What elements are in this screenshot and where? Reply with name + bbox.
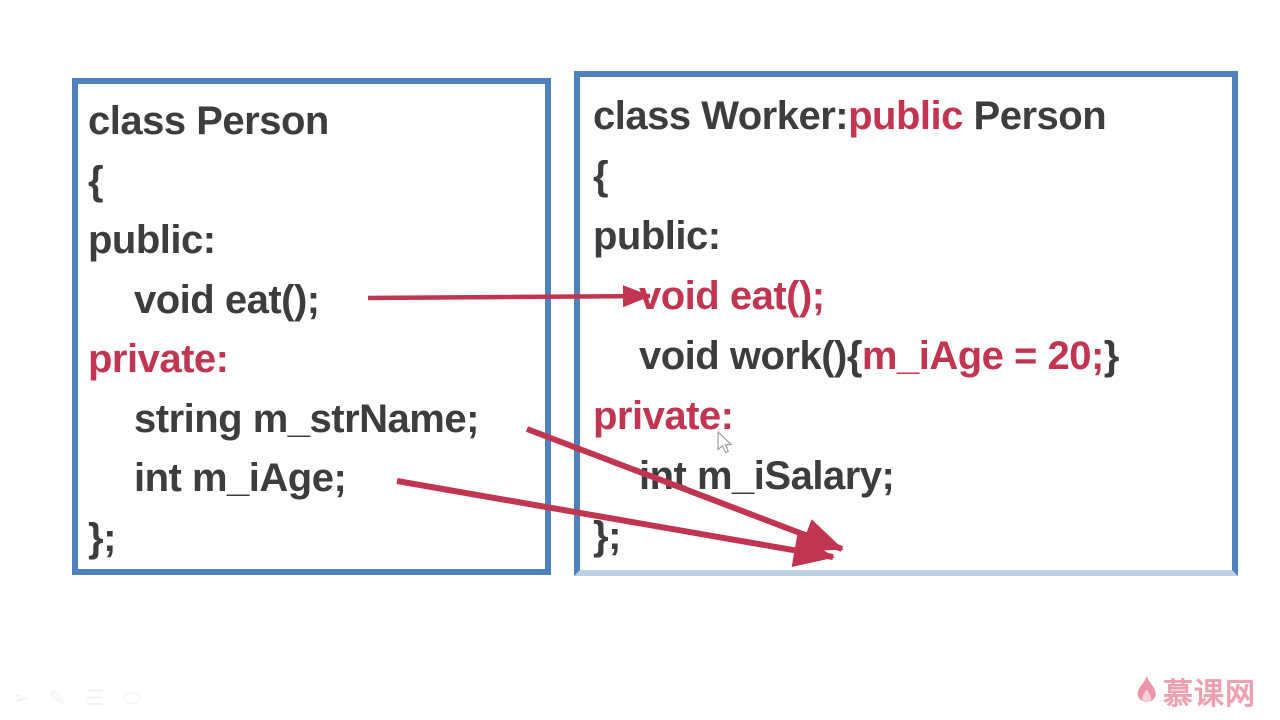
code-segment: public: — [88, 218, 216, 262]
code-segment: }; — [593, 514, 621, 558]
code-line: }; — [593, 506, 1232, 566]
code-line: { — [88, 152, 545, 212]
code-segment: void eat(); — [639, 274, 825, 318]
code-segment: class Worker: — [593, 94, 849, 138]
code-segment: public — [848, 94, 963, 138]
code-line: int m_iAge; — [88, 449, 545, 509]
code-segment: m_iAge = 20; — [861, 334, 1104, 378]
code-line: private: — [88, 330, 545, 390]
code-line: { — [593, 146, 1232, 206]
code-line: string m_strName; — [88, 390, 545, 450]
code-segment: Person — [962, 94, 1107, 138]
worker-class-box: class Worker:public Person { public: void e… — [574, 71, 1238, 576]
code-line: void work(){m_iAge = 20;} — [593, 326, 1232, 386]
code-segment: int m_iSalary; — [639, 454, 895, 498]
code-line: class Worker:public Person — [593, 86, 1232, 146]
code-segment: class Person — [88, 99, 329, 143]
imooc-watermark: 慕课网 — [1136, 674, 1256, 715]
pointer-tool-icon[interactable]: ➢ — [12, 687, 30, 710]
code-segment: void work(){ — [639, 334, 862, 378]
code-segment: public: — [593, 214, 721, 258]
code-segment: { — [88, 158, 104, 203]
code-line: }; — [88, 509, 545, 569]
code-line: void eat(); — [88, 271, 545, 331]
code-segment: int m_iAge; — [134, 456, 347, 500]
code-segment: private: — [593, 394, 734, 438]
imooc-flame-icon — [1136, 674, 1157, 715]
code-segment: void eat(); — [134, 277, 320, 322]
eraser-tool-icon[interactable]: ⬭ — [123, 687, 141, 710]
notes-tool-icon[interactable]: ☰ — [85, 687, 105, 710]
pen-tool-icon[interactable]: ✎ — [48, 687, 67, 710]
code-line: private: — [593, 386, 1232, 446]
person-class-box: class Person { public: void eat(); private: s… — [72, 78, 551, 575]
code-line: public: — [593, 206, 1232, 266]
code-line: int m_iSalary; — [593, 446, 1232, 506]
code-line: public: — [88, 211, 545, 271]
code-segment: string m_strName; — [134, 396, 479, 441]
code-segment: }; — [88, 515, 116, 560]
annotation-toolbar: ➢ ✎ ☰ ⬭ — [12, 688, 141, 709]
code-segment: { — [593, 154, 609, 198]
code-line: class Person — [88, 92, 545, 152]
code-line: void eat(); — [593, 266, 1232, 326]
code-segment: } — [1103, 334, 1120, 378]
imooc-brand-text: 慕课网 — [1163, 677, 1256, 711]
code-segment: private: — [88, 337, 229, 381]
